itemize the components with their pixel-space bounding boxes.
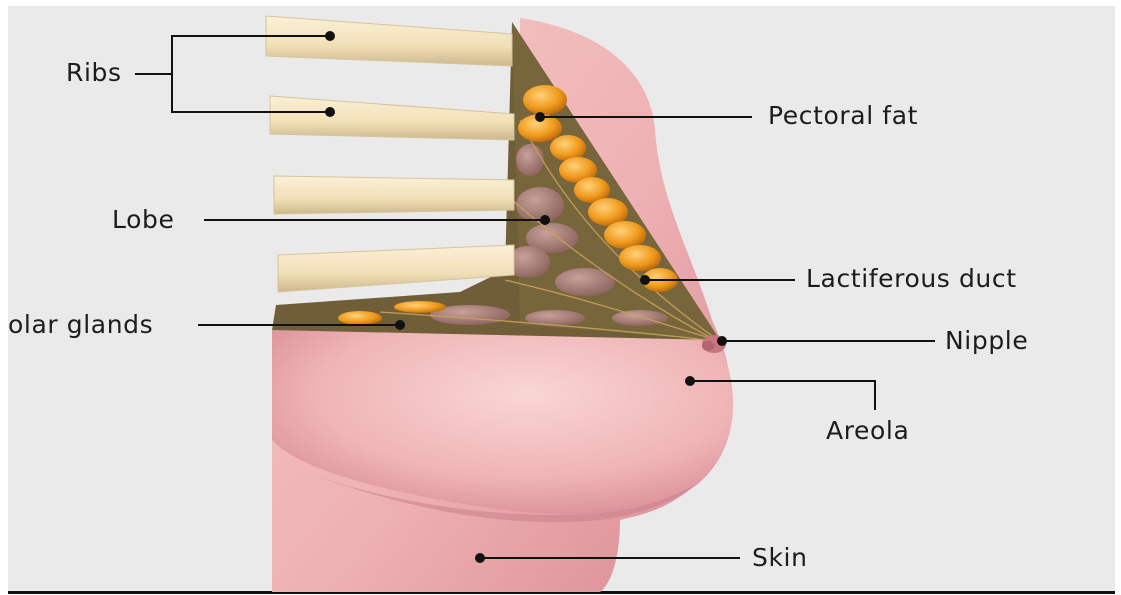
label-lobe: Lobe (112, 207, 174, 232)
label-nipple: Nipple (945, 328, 1028, 353)
label-ribs: Ribs (66, 60, 122, 85)
ribs (266, 16, 514, 292)
label-pectoral-fat: Pectoral fat (768, 103, 918, 128)
label-areola: Areola (826, 418, 909, 443)
label-skin: Skin (752, 545, 808, 570)
label-lactiferous-duct: Lactiferous duct (806, 266, 1017, 291)
label-areolar-glands: olar glands (8, 312, 153, 337)
